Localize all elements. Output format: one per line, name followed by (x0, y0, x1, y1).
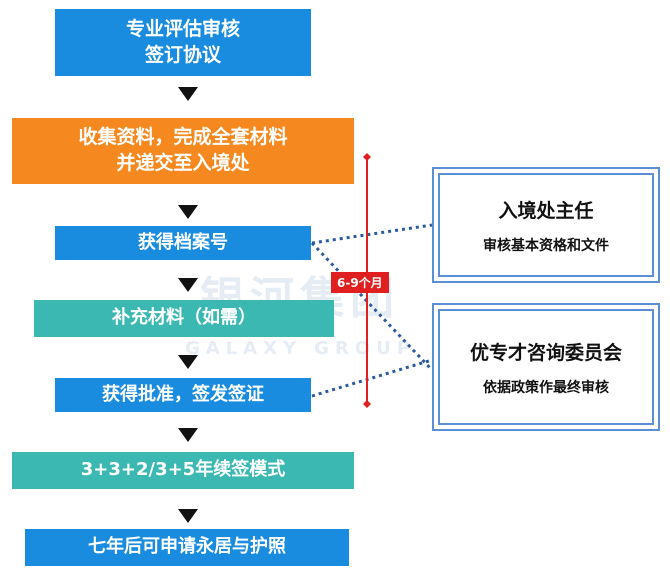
flow-arrow-5 (178, 428, 198, 442)
immigration-director-box: 入境处主任 审核基本资格和文件 (432, 167, 660, 283)
flow-arrow-6 (178, 509, 198, 523)
step-file-number-box: 获得档案号 (55, 226, 311, 260)
step-collect-docs-box: 收集资料，完成全套材料 并递交至入境处 (12, 118, 354, 184)
timeline-top-marker (363, 153, 371, 161)
step-collect-docs-line2: 并递交至入境处 (116, 152, 250, 174)
immigration-director-title: 入境处主任 (498, 199, 594, 222)
flow-arrow-1 (178, 87, 198, 101)
step-evaluation-box: 专业评估审核 签订协议 (55, 9, 311, 76)
dotted-connector-step3-immigration (311, 223, 433, 245)
flow-arrow-2 (178, 205, 198, 219)
advisory-committee-title: 优专才咨询委员会 (469, 341, 622, 364)
step-renewal-box: 3+3+2/3+5年续签模式 (12, 452, 354, 489)
flow-arrow-4 (178, 355, 198, 369)
step-evaluation-line2: 签订协议 (144, 43, 221, 66)
timeline-bottom-marker (363, 400, 371, 408)
step-permanent-residency-box: 七年后可申请永居与护照 (25, 529, 349, 566)
immigration-director-subtitle: 审核基本资格和文件 (483, 237, 609, 254)
watermark-en-text: GALAXY GROUP (185, 338, 417, 359)
step-supplement-box: 补充材料（如需） (34, 300, 334, 337)
advisory-committee-box: 优专才咨询委员会 依据政策作最终审核 (432, 303, 660, 431)
timeline-label: 6-9个月 (331, 272, 389, 293)
dotted-connector-step3-committee (310, 241, 434, 372)
step-collect-docs-line1: 收集资料，完成全套材料 (78, 126, 288, 149)
advisory-committee-subtitle: 依据政策作最终审核 (483, 379, 609, 396)
step-evaluation-line1: 专业评估审核 (125, 17, 240, 40)
dotted-connector-step5-committee (311, 358, 433, 398)
step-approval-box: 获得批准，签发签证 (55, 378, 311, 412)
flow-arrow-3 (178, 278, 198, 292)
